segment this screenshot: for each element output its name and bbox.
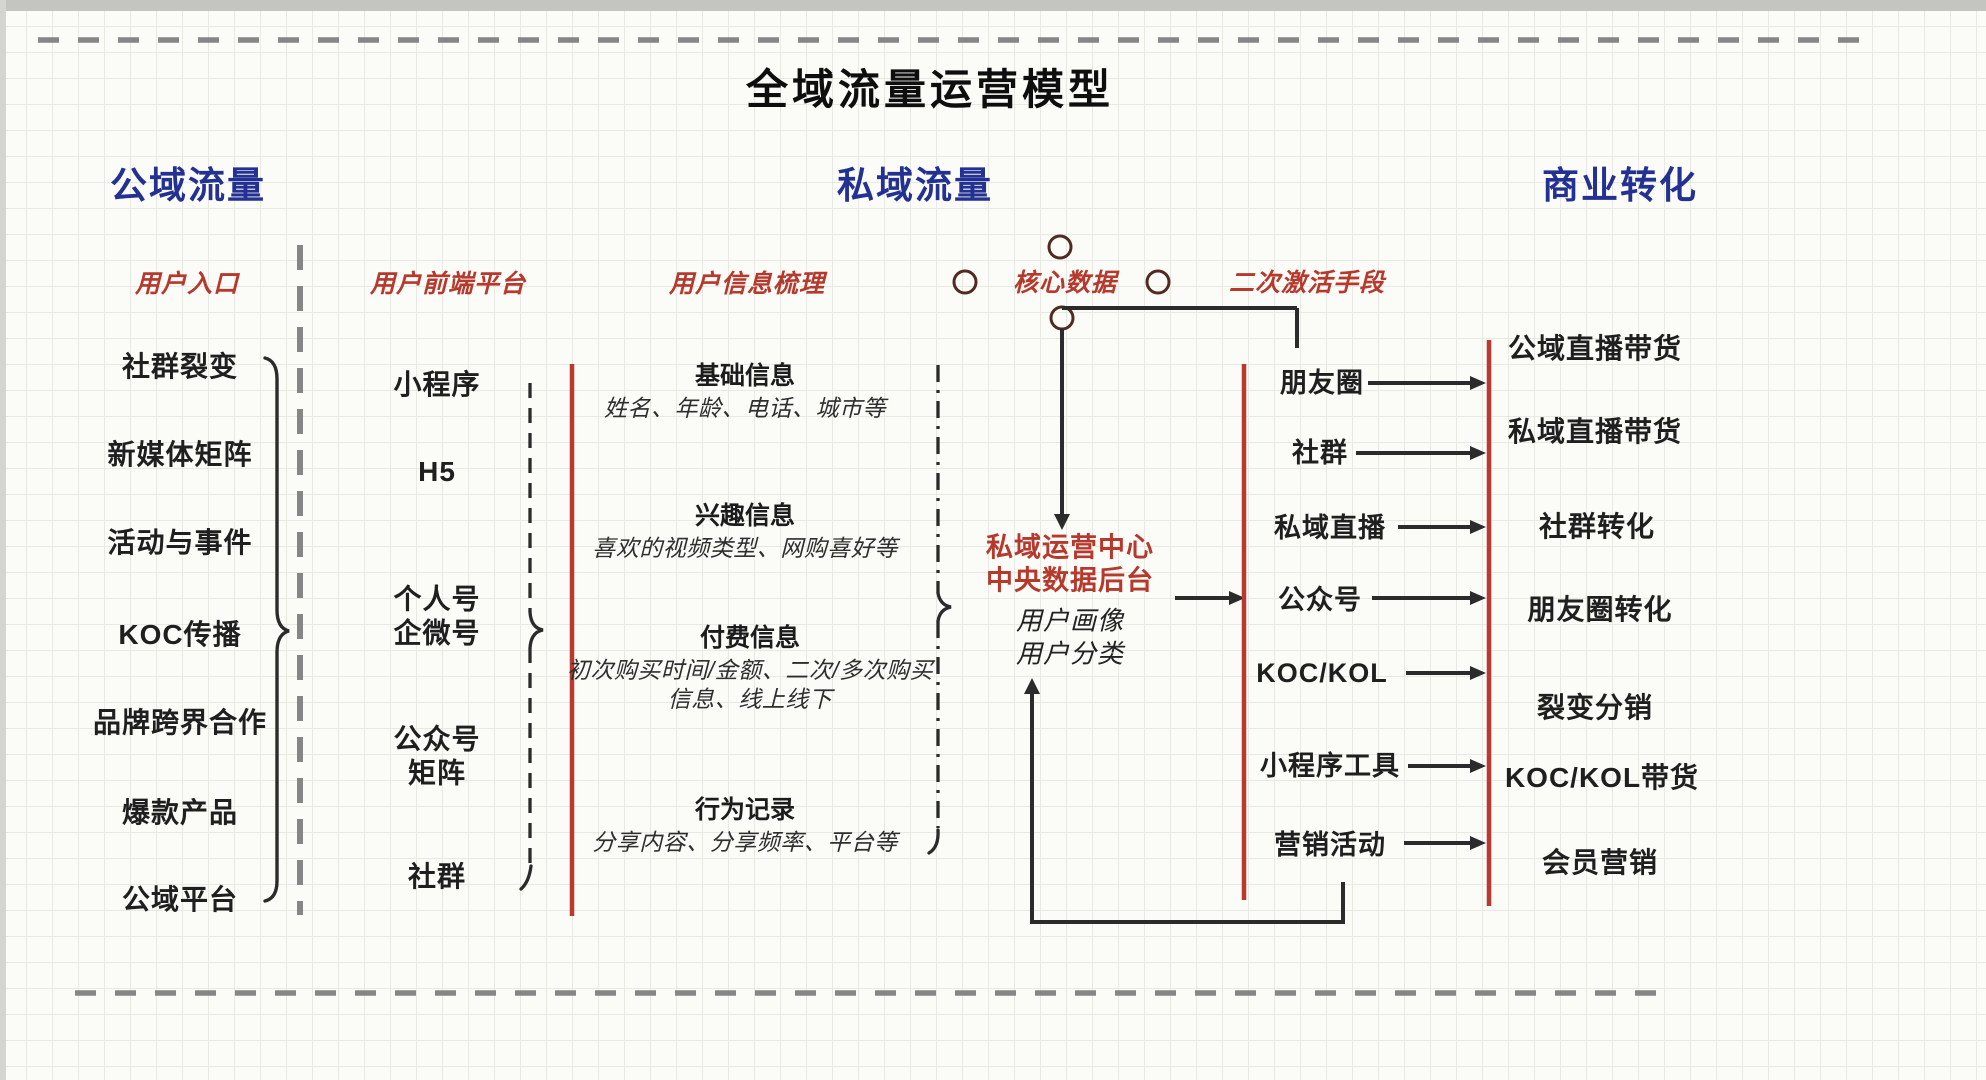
- activation-item: 社群: [1292, 437, 1348, 468]
- junction-circle-right: [1145, 269, 1171, 295]
- public-item: KOC传播: [118, 619, 242, 651]
- arrow-marketing-campaign-head: [1470, 836, 1486, 850]
- outcome-item: 裂变分销: [1536, 692, 1654, 724]
- header-private-traffic: 私域流量: [837, 164, 993, 206]
- activation-item: 私域直播: [1274, 512, 1386, 543]
- photo-edge-left: [0, 0, 6, 1080]
- group-desc: 初次购买时间/金额、二次/多次购买 信息、线上线下: [566, 656, 934, 712]
- activation-item: KOC/KOL: [1256, 657, 1388, 688]
- frontend-brace-cusp: [528, 610, 544, 650]
- group-desc: 姓名、年龄、电话、城市等: [604, 395, 886, 422]
- group-title: 兴趣信息: [694, 502, 795, 531]
- header-conversion: 商业转化: [1542, 164, 1698, 206]
- frontend-item: 个人号 企微号: [393, 583, 481, 648]
- arrow-official-account-head: [1470, 591, 1486, 605]
- userinfo-dashdot-tail: [927, 828, 940, 855]
- frontend-dashed-tail: [519, 864, 533, 891]
- operations-center-title-line1: 私域运营中心: [986, 532, 1154, 563]
- operations-center-block: 私域运营中心 中央数据后台 用户画像 用户分类: [986, 532, 1154, 669]
- group-title: 基础信息: [694, 362, 795, 391]
- page-title: 全域流量运营模型: [745, 65, 1115, 113]
- label-user-entry: 用户入口: [134, 270, 240, 298]
- group-desc: 分享内容、分享频率、平台等: [592, 829, 898, 856]
- group-desc: 喜欢的视频类型、网购喜好等: [592, 535, 898, 562]
- frontend-item: 公众号 矩阵: [393, 723, 481, 788]
- user-info-group-interest: 兴趣信息 喜欢的视频类型、网购喜好等: [592, 501, 898, 563]
- group-title: 行为记录: [694, 796, 795, 825]
- label-user-info: 用户信息梳理: [668, 270, 826, 298]
- label-frontend-platforms: 用户前端平台: [369, 270, 527, 298]
- photo-edge-top: [0, 0, 1986, 11]
- junction-circle-corner: [1049, 305, 1075, 331]
- header-public-traffic: 公域流量: [110, 164, 266, 206]
- group-title: 付费信息: [699, 623, 800, 652]
- outcome-item: 公域直播带货: [1507, 333, 1683, 365]
- frontend-item: 社群: [407, 861, 467, 893]
- outcome-item: 朋友圈转化: [1527, 594, 1673, 626]
- operations-center-title-line2: 中央数据后台: [986, 565, 1154, 596]
- public-item: 品牌跨界合作: [92, 707, 268, 739]
- user-info-group-payment: 付费信息 初次购买时间/金额、二次/多次购买 信息、线上线下: [567, 623, 933, 714]
- outcome-item: KOC/KOL带货: [1504, 762, 1700, 794]
- public-item: 公域平台: [121, 884, 239, 916]
- public-item: 爆款产品: [121, 797, 239, 829]
- public-items-brace: [263, 356, 290, 903]
- label-activation: 二次激活手段: [1228, 269, 1386, 297]
- operations-center-sub1: 用户画像: [1015, 605, 1124, 636]
- arrow-private-live-head: [1470, 520, 1486, 534]
- outcome-item: 私域直播带货: [1507, 416, 1683, 448]
- junction-circle-top: [1047, 234, 1073, 260]
- activation-item: 营销活动: [1274, 829, 1386, 860]
- arrow-miniprogram-tools-head: [1470, 759, 1486, 773]
- operations-center-sub2: 用户分类: [1015, 638, 1124, 669]
- arrow-koc-kol-head: [1470, 666, 1486, 680]
- public-item: 新媒体矩阵: [107, 439, 253, 471]
- frontend-item: H5: [418, 456, 456, 488]
- arrowhead-down-to-center: [1054, 514, 1070, 530]
- label-core-data: 核心数据: [1012, 269, 1118, 297]
- outcome-item: 社群转化: [1538, 511, 1656, 543]
- arrow-moments-head: [1470, 376, 1486, 390]
- user-info-group-basic: 基础信息 姓名、年龄、电话、城市等: [604, 361, 886, 423]
- activation-item: 朋友圈: [1280, 367, 1364, 398]
- activation-item: 公众号: [1278, 584, 1362, 615]
- feedback-loop-up-arrowhead: [1024, 678, 1040, 694]
- public-item: 社群裂变: [121, 351, 239, 383]
- public-item: 活动与事件: [107, 527, 253, 559]
- outcome-item: 会员营销: [1541, 847, 1659, 879]
- userinfo-brace-cusp: [936, 591, 952, 623]
- user-info-group-behavior: 行为记录 分享内容、分享频率、平台等: [592, 795, 898, 857]
- frontend-item: 小程序: [393, 369, 481, 401]
- arrow-community-head: [1470, 446, 1486, 460]
- feedback-loop-connector: [1030, 694, 1345, 924]
- center-to-activation-arrowhead: [1229, 591, 1245, 605]
- activation-item: 小程序工具: [1260, 750, 1400, 781]
- junction-circle-left: [952, 269, 978, 295]
